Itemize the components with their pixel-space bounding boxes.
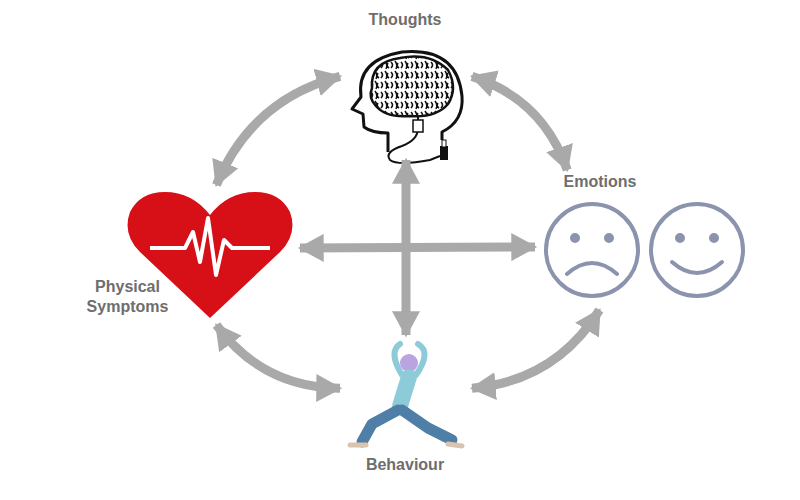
node-label: Emotions [535, 172, 665, 192]
node-label: Thoughts [340, 10, 470, 30]
connector-arrow [472, 76, 567, 170]
connector-arrow [216, 76, 340, 185]
diagram-node: Behaviour [340, 335, 472, 487]
stretching-person [350, 344, 462, 446]
connector-arrow [216, 325, 340, 388]
node-label: Physical Symptoms [80, 277, 175, 317]
node-label: Behaviour [340, 455, 470, 475]
diagram-node: Physical Symptoms [80, 185, 300, 325]
connector-arrow [472, 310, 600, 388]
diagram-node: Thoughts [340, 8, 472, 160]
diagram-node: Emotions [535, 170, 750, 310]
connector-arrow [300, 247, 535, 248]
brain-icon [352, 52, 462, 163]
emotion-faces [546, 204, 743, 296]
